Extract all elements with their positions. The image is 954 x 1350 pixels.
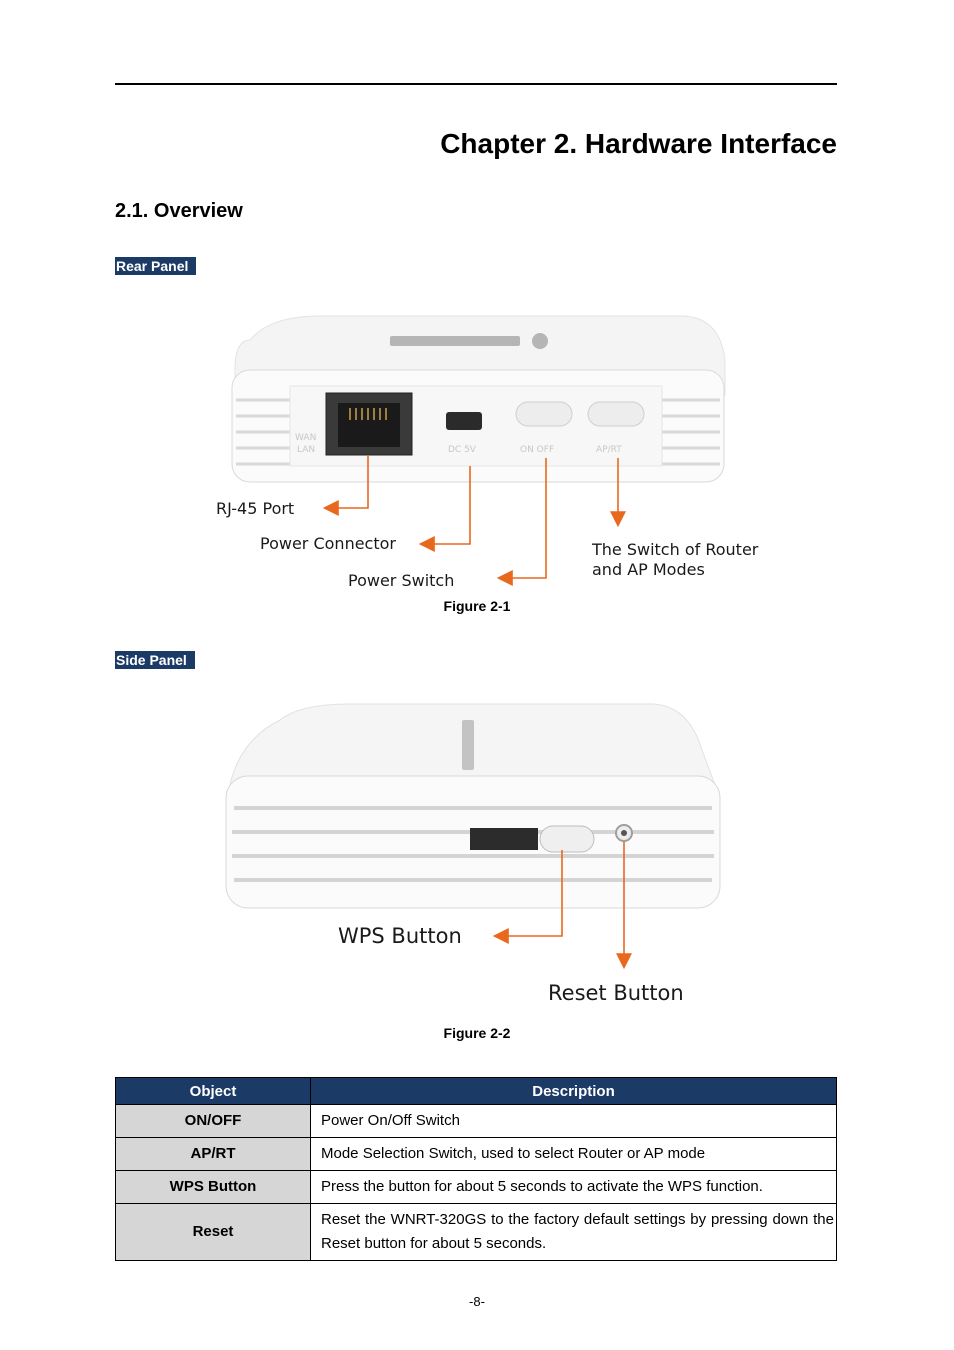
top-rule	[115, 83, 837, 85]
page-number: -8-	[469, 1294, 485, 1309]
rear-panel-figure: WAN LAN DC 5V ON OFF AP/RT RJ-45 Port Po…	[216, 315, 759, 590]
chapter-title: Chapter 2. Hardware Interface	[440, 128, 837, 159]
vent-ribs	[236, 398, 720, 466]
table-row: WPS Button Press the button for about 5 …	[115, 1170, 837, 1204]
mode-switch-callout-line2: and AP Modes	[592, 560, 705, 579]
planet-logo	[390, 333, 548, 349]
device-label-lan: LAN	[297, 445, 315, 455]
power-switch-callout: Power Switch	[348, 571, 454, 590]
object-description-table: Object Description ON/OFF Power On/Off S…	[115, 1077, 837, 1261]
device-label-wan: WAN	[295, 433, 316, 443]
device-label-onoff: ON OFF	[520, 445, 554, 455]
side-panel-figure: WPS Button Reset Button	[225, 703, 721, 1005]
device-label-dc5v: DC 5V	[448, 445, 477, 455]
wps-callout: WPS Button	[338, 924, 462, 948]
table-row: ON/OFF Power On/Off Switch	[115, 1104, 837, 1138]
side-panel-label: Side Panel	[115, 651, 195, 669]
row-description: Press the button for about 5 seconds to …	[310, 1170, 837, 1204]
wps-slot	[470, 828, 538, 850]
mode-switch-callout-line1: The Switch of Router	[591, 540, 759, 559]
row-description: Mode Selection Switch, used to select Ro…	[310, 1137, 837, 1171]
table-row: AP/RT Mode Selection Switch, used to sel…	[115, 1137, 837, 1171]
rj45-callout: RJ-45 Port	[216, 499, 294, 518]
rear-panel-label: Rear Panel	[115, 257, 197, 275]
row-description: Power On/Off Switch	[310, 1104, 837, 1138]
row-object: Reset	[115, 1203, 311, 1261]
header-description: Description	[310, 1077, 837, 1105]
table-row: Reset Reset the WNRT-320GS to the factor…	[115, 1203, 837, 1261]
wps-arrow	[492, 850, 563, 944]
reset-callout: Reset Button	[548, 981, 684, 1005]
row-description: Reset the WNRT-320GS to the factory defa…	[310, 1203, 837, 1261]
row-object: WPS Button	[115, 1170, 311, 1204]
power-connector-arrow	[418, 466, 471, 552]
row-object: AP/RT	[115, 1137, 311, 1171]
table-header-row: Object Description	[115, 1077, 837, 1105]
figure-2-1-caption: Figure 2-1	[443, 598, 511, 614]
planet-logo	[462, 720, 474, 770]
row-object: ON/OFF	[115, 1104, 311, 1138]
figure-2-2-caption: Figure 2-2	[443, 1025, 511, 1041]
header-object: Object	[115, 1077, 311, 1105]
wps-button	[539, 825, 595, 853]
rj45-arrow	[322, 456, 369, 516]
power-switch	[515, 401, 573, 427]
power-connector-callout: Power Connector	[260, 534, 396, 553]
device-label-aprt: AP/RT	[596, 445, 622, 455]
power-connector-port	[446, 412, 482, 430]
power-switch-arrow	[496, 458, 547, 586]
mode-switch	[587, 401, 645, 427]
section-title: 2.1. Overview	[115, 200, 243, 222]
